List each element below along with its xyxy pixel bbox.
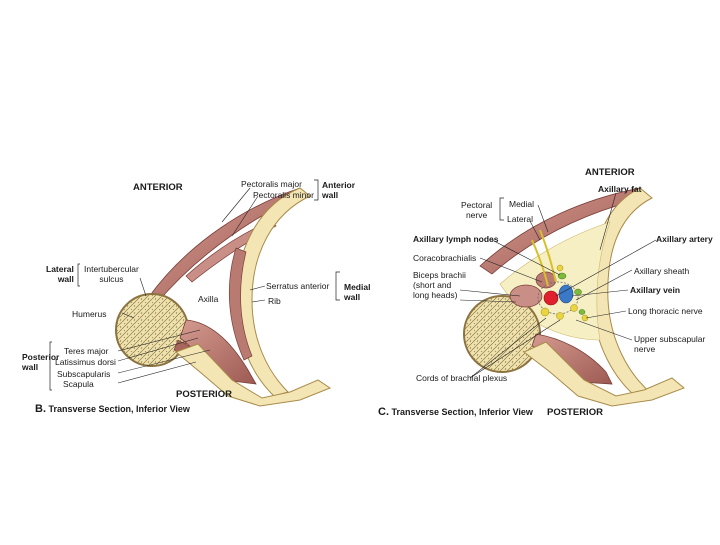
b-posterior-label: POSTERIOR	[176, 389, 232, 400]
pectoral-nerve-path	[539, 229, 557, 283]
panel-c-brackets	[499, 197, 504, 221]
nerve-shapes	[540, 264, 589, 322]
c-caption: C. Transverse Section, Inferior View	[378, 406, 533, 418]
panel-b	[49, 179, 340, 407]
b-rib-label: Rib	[268, 296, 281, 306]
humerus-c-shape	[463, 295, 541, 373]
c-anterior-label: ANTERIOR	[585, 167, 635, 178]
b-pectoralis-major-label: Pectoralis major	[241, 179, 302, 189]
b-scapula-label: Scapula	[63, 379, 94, 389]
c-pectoral-nerve-label: Pectoral nerve	[461, 200, 493, 220]
c-biceps-label: Biceps brachii (short and long heads)	[413, 270, 466, 300]
humerus-shape	[115, 293, 189, 367]
b-latissimus-label: Latissimus dorsi	[55, 357, 116, 367]
c-axillary-sheath-label: Axillary sheath	[634, 266, 690, 276]
c-upper-subscapular-label: Upper subscapular nerve	[634, 334, 706, 354]
c-caption-text: Transverse Section, Inferior View	[391, 407, 533, 417]
c-axillary-fat-label: Axillary fat	[598, 184, 642, 194]
b-anterior-wall-label: Anterior wall	[322, 180, 356, 200]
serratus-anterior-shape	[228, 247, 253, 361]
b-humerus-label: Humerus	[72, 309, 107, 319]
c-posterior-label: POSTERIOR	[547, 407, 603, 418]
c-axillary-artery-label: Axillary artery	[656, 234, 713, 244]
biceps-shape	[509, 284, 543, 308]
b-medial-wall-label: Medial wall	[344, 282, 371, 302]
c-axillary-vein-label: Axillary vein	[630, 285, 681, 295]
b-lateral-wall-label: Lateral wall	[46, 264, 74, 284]
b-caption-text: Transverse Section, Inferior View	[48, 404, 190, 414]
b-posterior-wall-label: Posterior wall	[22, 352, 60, 372]
panel-b-leaders	[117, 187, 266, 384]
b-axilla-label: Axilla	[198, 294, 219, 304]
c-long-thoracic-label: Long thoracic nerve	[628, 306, 703, 316]
c-cords-label: Cords of brachial plexus	[416, 373, 508, 383]
c-lateral-label: Lateral	[507, 214, 533, 224]
b-serratus-label: Serratus anterior	[266, 281, 330, 291]
c-medial-label: Medial	[509, 199, 535, 209]
b-anterior-label: ANTERIOR	[133, 182, 183, 193]
pectoral-nerve-path-2	[531, 239, 549, 287]
axillary-artery-shape	[543, 290, 559, 306]
c-caption-letter: C.	[378, 406, 389, 418]
panel-c	[459, 187, 685, 407]
panel-c-leaders	[459, 192, 657, 379]
b-pectoralis-minor-label: Pectoralis minor	[253, 190, 314, 200]
scapula-shape	[175, 343, 332, 407]
b-subscapularis-label: Subscapularis	[57, 369, 111, 379]
c-coracobrachialis-label: Coracobrachialis	[413, 253, 477, 263]
b-caption-letter: B.	[35, 403, 46, 415]
c-lymph-nodes-label: Axillary lymph nodes	[413, 234, 499, 244]
b-caption: B. Transverse Section, Inferior View	[35, 403, 190, 415]
b-teres-major-label: Teres major	[64, 346, 109, 356]
lymph-node-shapes	[557, 272, 586, 315]
panel-b-brackets	[49, 179, 340, 391]
scapula-c-shape	[523, 341, 685, 407]
b-intertubercular-label: Intertubercular sulcus	[84, 264, 139, 284]
